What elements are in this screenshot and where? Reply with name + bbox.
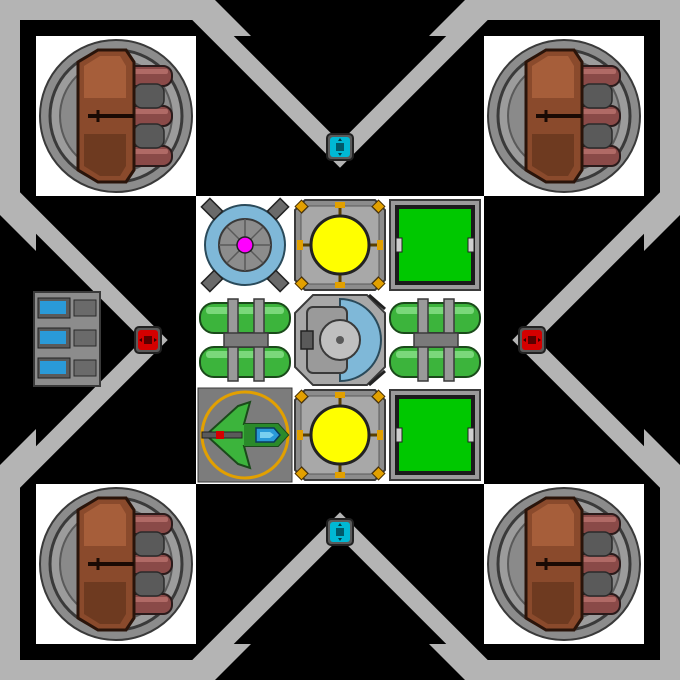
turret-bottom-left[interactable] bbox=[38, 486, 194, 642]
node-right-red[interactable] bbox=[518, 326, 546, 354]
turret-top-left[interactable] bbox=[38, 38, 194, 194]
node-top-cyan[interactable] bbox=[326, 133, 354, 161]
turret-bottom-right[interactable] bbox=[486, 486, 642, 642]
battery-pack[interactable] bbox=[33, 291, 101, 387]
node-left-red[interactable] bbox=[134, 326, 162, 354]
reactor-tile-bottom[interactable] bbox=[293, 388, 387, 482]
screen-tile-bottom[interactable] bbox=[389, 389, 481, 481]
player-ship-tile[interactable] bbox=[197, 387, 293, 483]
turret-top-right[interactable] bbox=[486, 38, 642, 194]
reactor-tile-top[interactable] bbox=[293, 198, 387, 292]
cockpit-dome-tile[interactable] bbox=[294, 293, 386, 387]
shield-generator-tile[interactable] bbox=[200, 197, 290, 293]
node-bottom-cyan[interactable] bbox=[326, 518, 354, 546]
screen-tile-top[interactable] bbox=[389, 199, 481, 291]
